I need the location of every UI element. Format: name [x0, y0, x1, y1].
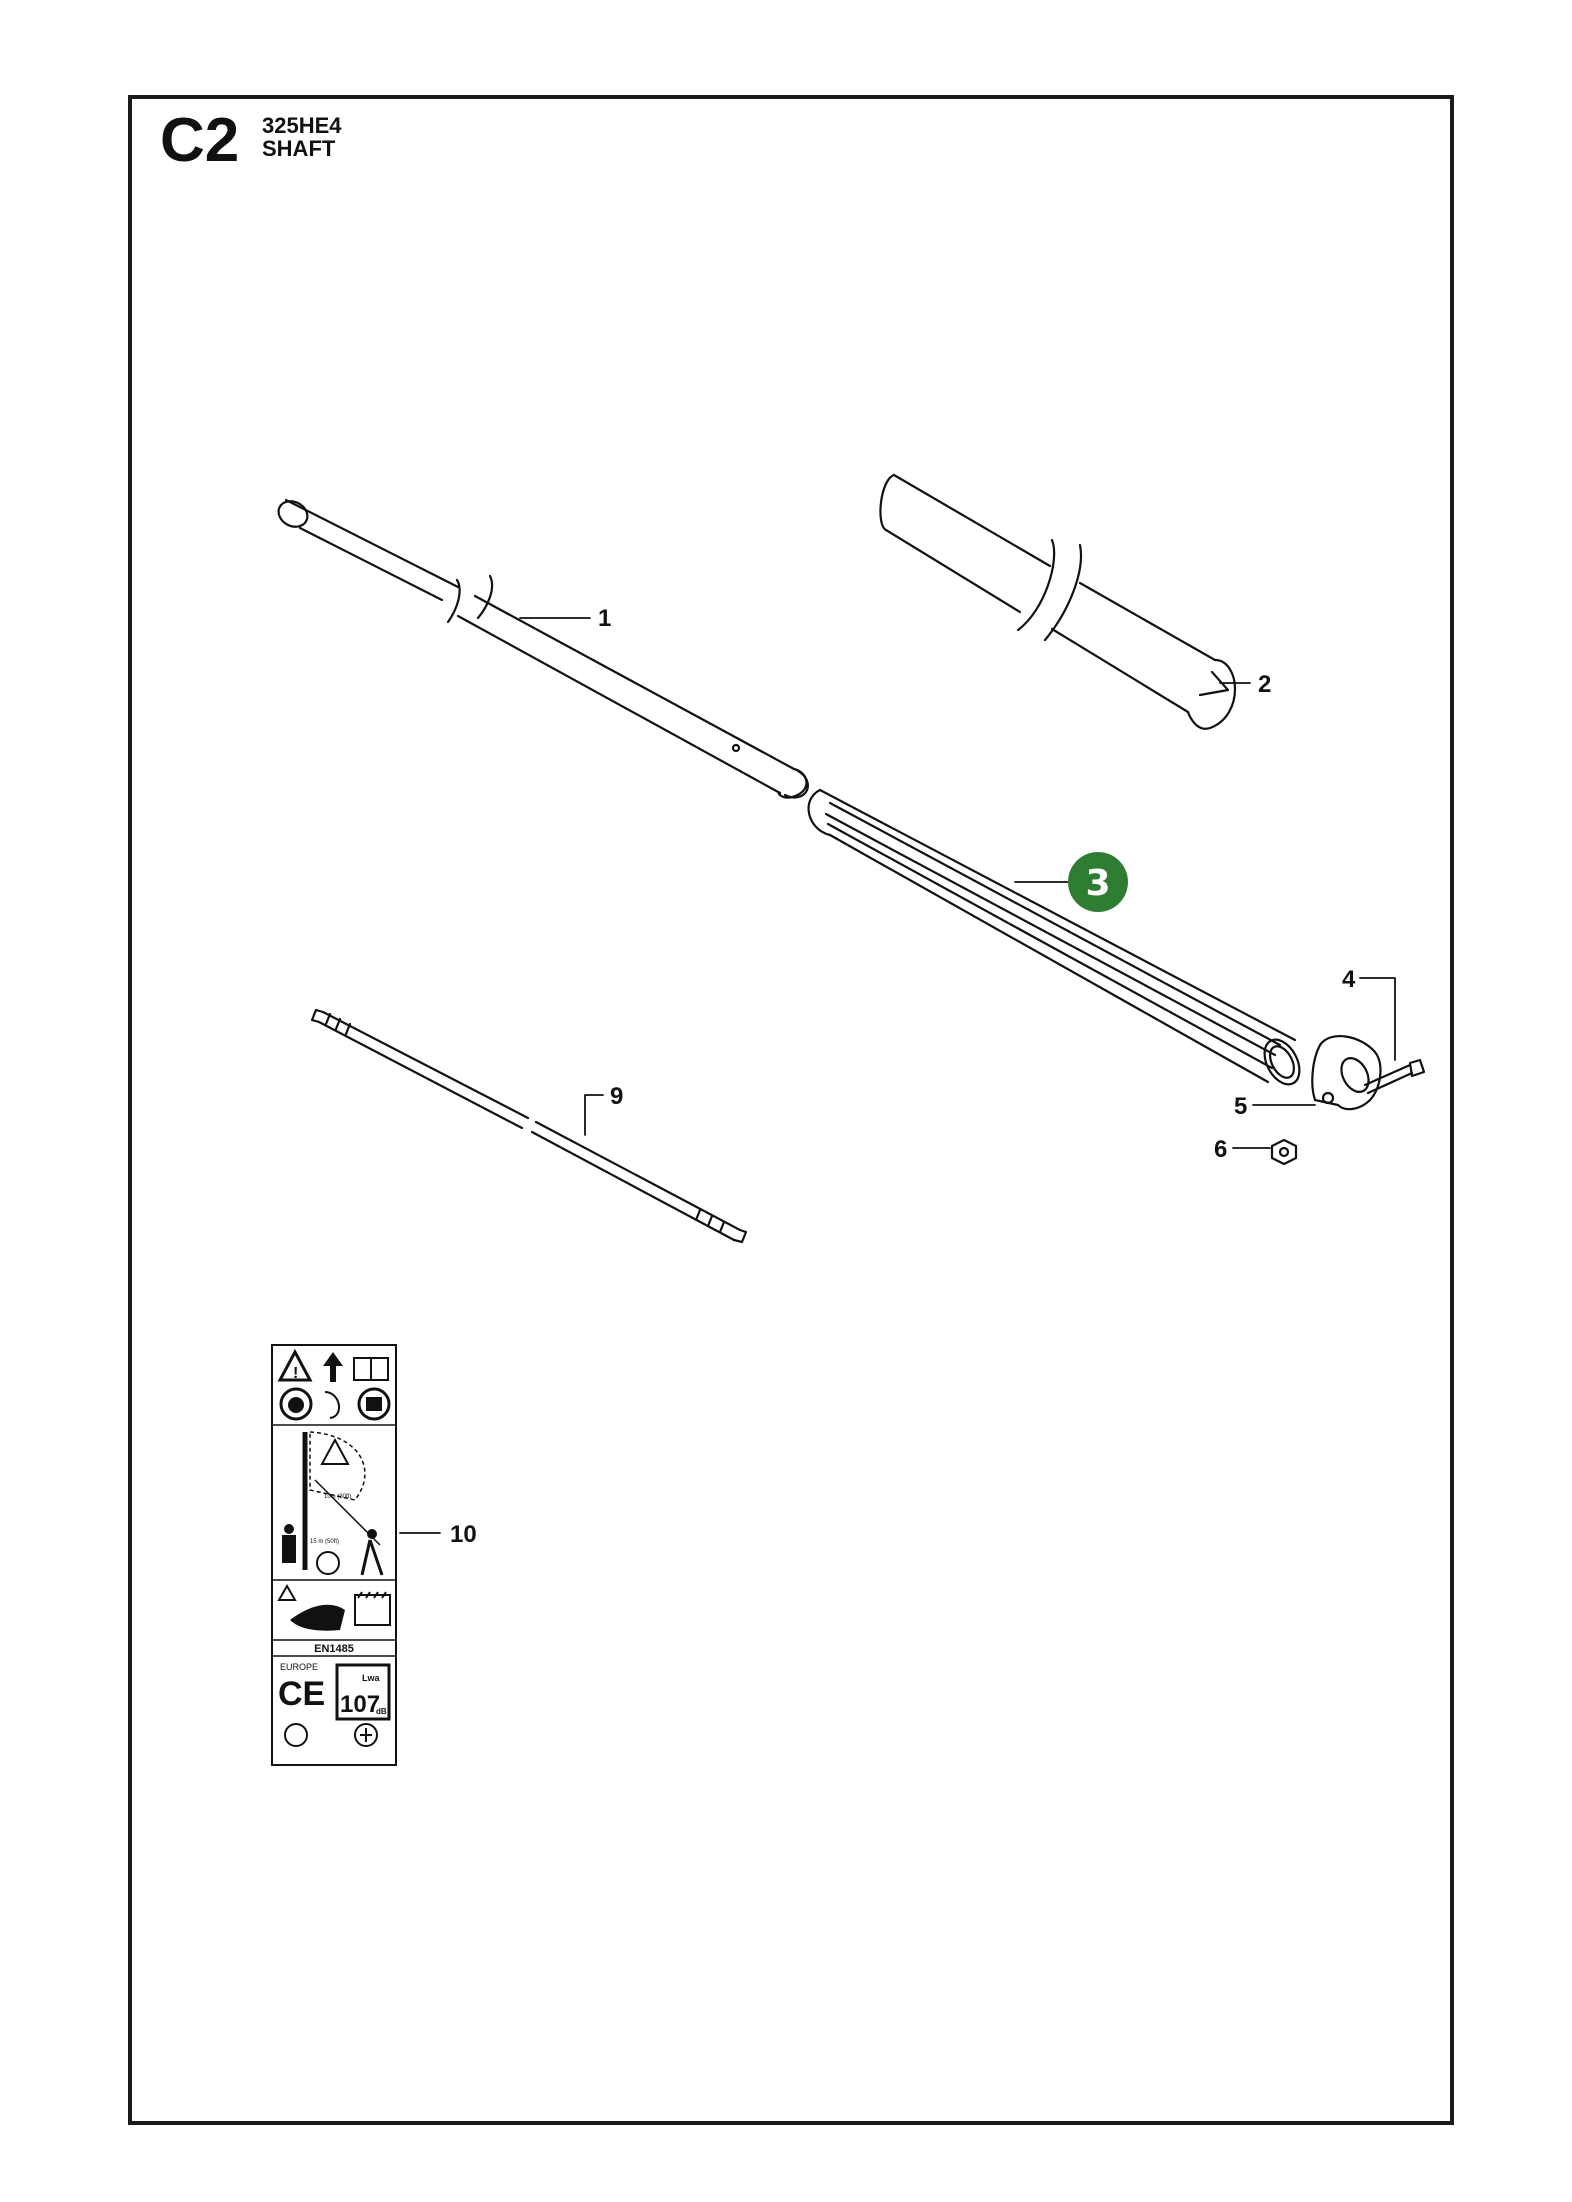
- sound-power-label: Lwa 107 dB: [335, 1663, 391, 1721]
- warning-triangle-icon: !: [277, 1348, 313, 1382]
- callout-10[interactable]: 10: [450, 1521, 477, 1548]
- section-title: SHAFT: [262, 136, 336, 162]
- part-1-upper-tube[interactable]: [274, 496, 809, 799]
- section-code: C2: [160, 106, 240, 175]
- helmet-icon: [279, 1387, 313, 1421]
- visor-icon: [324, 1391, 340, 1419]
- ce-mark: CE: [278, 1675, 325, 1713]
- power-line-warning-icon: 10m (30ft) 15 m (50ft): [282, 1431, 384, 1576]
- page-frame: [128, 95, 1454, 2125]
- certification-mark-left-icon: [284, 1723, 308, 1747]
- part-6-nut[interactable]: [1270, 1138, 1298, 1166]
- part-5-clamp[interactable]: [1311, 1035, 1382, 1111]
- decal-distance-bottom: 15 m (50ft): [310, 1539, 339, 1545]
- part-3-shaft-tube[interactable]: [807, 788, 1307, 1090]
- certification-mark-right-icon: [354, 1723, 378, 1747]
- decal-region: EUROPE: [280, 1662, 318, 1672]
- sound-value: 107: [340, 1691, 380, 1718]
- sound-db: dB: [376, 1707, 387, 1716]
- part-10-decal[interactable]: ! 10m (30ft) 15 m (50ft): [271, 1344, 397, 1766]
- leader-lines: [399, 617, 1396, 1534]
- callout-9[interactable]: 9: [610, 1083, 623, 1110]
- manual-book-icon: [353, 1357, 389, 1381]
- decal-standard: EN1485: [314, 1643, 354, 1655]
- callout-5[interactable]: 5: [1234, 1093, 1247, 1120]
- part-4-screw[interactable]: [1363, 1058, 1426, 1095]
- model-header: 325HE4 SHAFT: [262, 114, 342, 160]
- model-number: 325HE4: [262, 113, 342, 138]
- callout-3[interactable]: 3: [1085, 863, 1110, 904]
- callout-6[interactable]: 6: [1214, 1136, 1227, 1163]
- svg-text:!: !: [293, 1365, 298, 1382]
- part-9-drive-shaft[interactable]: [310, 1008, 748, 1244]
- callout-3-badge[interactable]: 3: [1068, 852, 1128, 912]
- arrow-up-icon: [323, 1352, 343, 1382]
- callout-4[interactable]: 4: [1342, 966, 1356, 993]
- callout-1[interactable]: 1: [598, 605, 611, 632]
- decal-distance-top: 10m (30ft): [324, 1494, 351, 1500]
- ear-protection-icon: [357, 1387, 391, 1421]
- callout-2[interactable]: 2: [1258, 671, 1271, 698]
- hand-blade-warning-icon: [277, 1583, 391, 1631]
- part-2-tube[interactable]: [879, 473, 1236, 730]
- sound-unit: Lwa: [362, 1673, 380, 1683]
